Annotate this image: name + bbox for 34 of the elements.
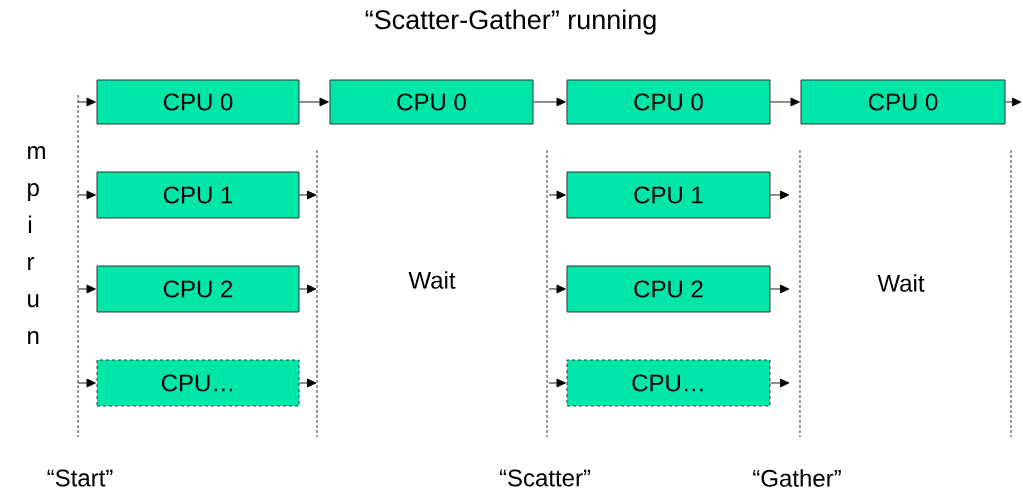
arrow [77,97,96,107]
arrow [548,378,566,388]
cpu-box: CPU 0 [800,79,1006,125]
phase-label: Wait [877,274,925,292]
arrow [548,284,566,294]
cpu-box: CPU 0 [96,79,300,125]
title: “Scatter-Gather” running [365,9,656,35]
phase-label: “Start” [47,469,113,487]
arrow [1005,97,1022,107]
phase-label: “Scatter” [499,469,591,487]
arrow [533,97,566,107]
cpu-box: CPU 0 [566,79,771,125]
cpu-box: CPU 0 [329,79,534,125]
arrow [77,284,96,294]
phase-label: Wait [408,271,456,289]
cpu-box: CPU 1 [566,171,771,219]
arrow [770,190,790,200]
cpu-box: CPU 1 [96,171,300,219]
arrow [77,190,96,200]
cpu-box: CPU 2 [96,265,300,313]
cpu-box: CPU 2 [566,265,771,313]
arrow [770,378,790,388]
arrow [77,378,96,388]
cpu-box: CPU… [566,359,771,407]
arrow [299,284,317,294]
cpu-box: CPU… [96,359,300,407]
arrow [548,190,566,200]
arrow [299,190,317,200]
arrow [770,284,790,294]
phase-label: “Gather” [753,469,841,487]
arrow [299,378,317,388]
vertical-label: mpirun [28,146,45,344]
arrow [770,97,800,107]
arrow [299,97,329,107]
